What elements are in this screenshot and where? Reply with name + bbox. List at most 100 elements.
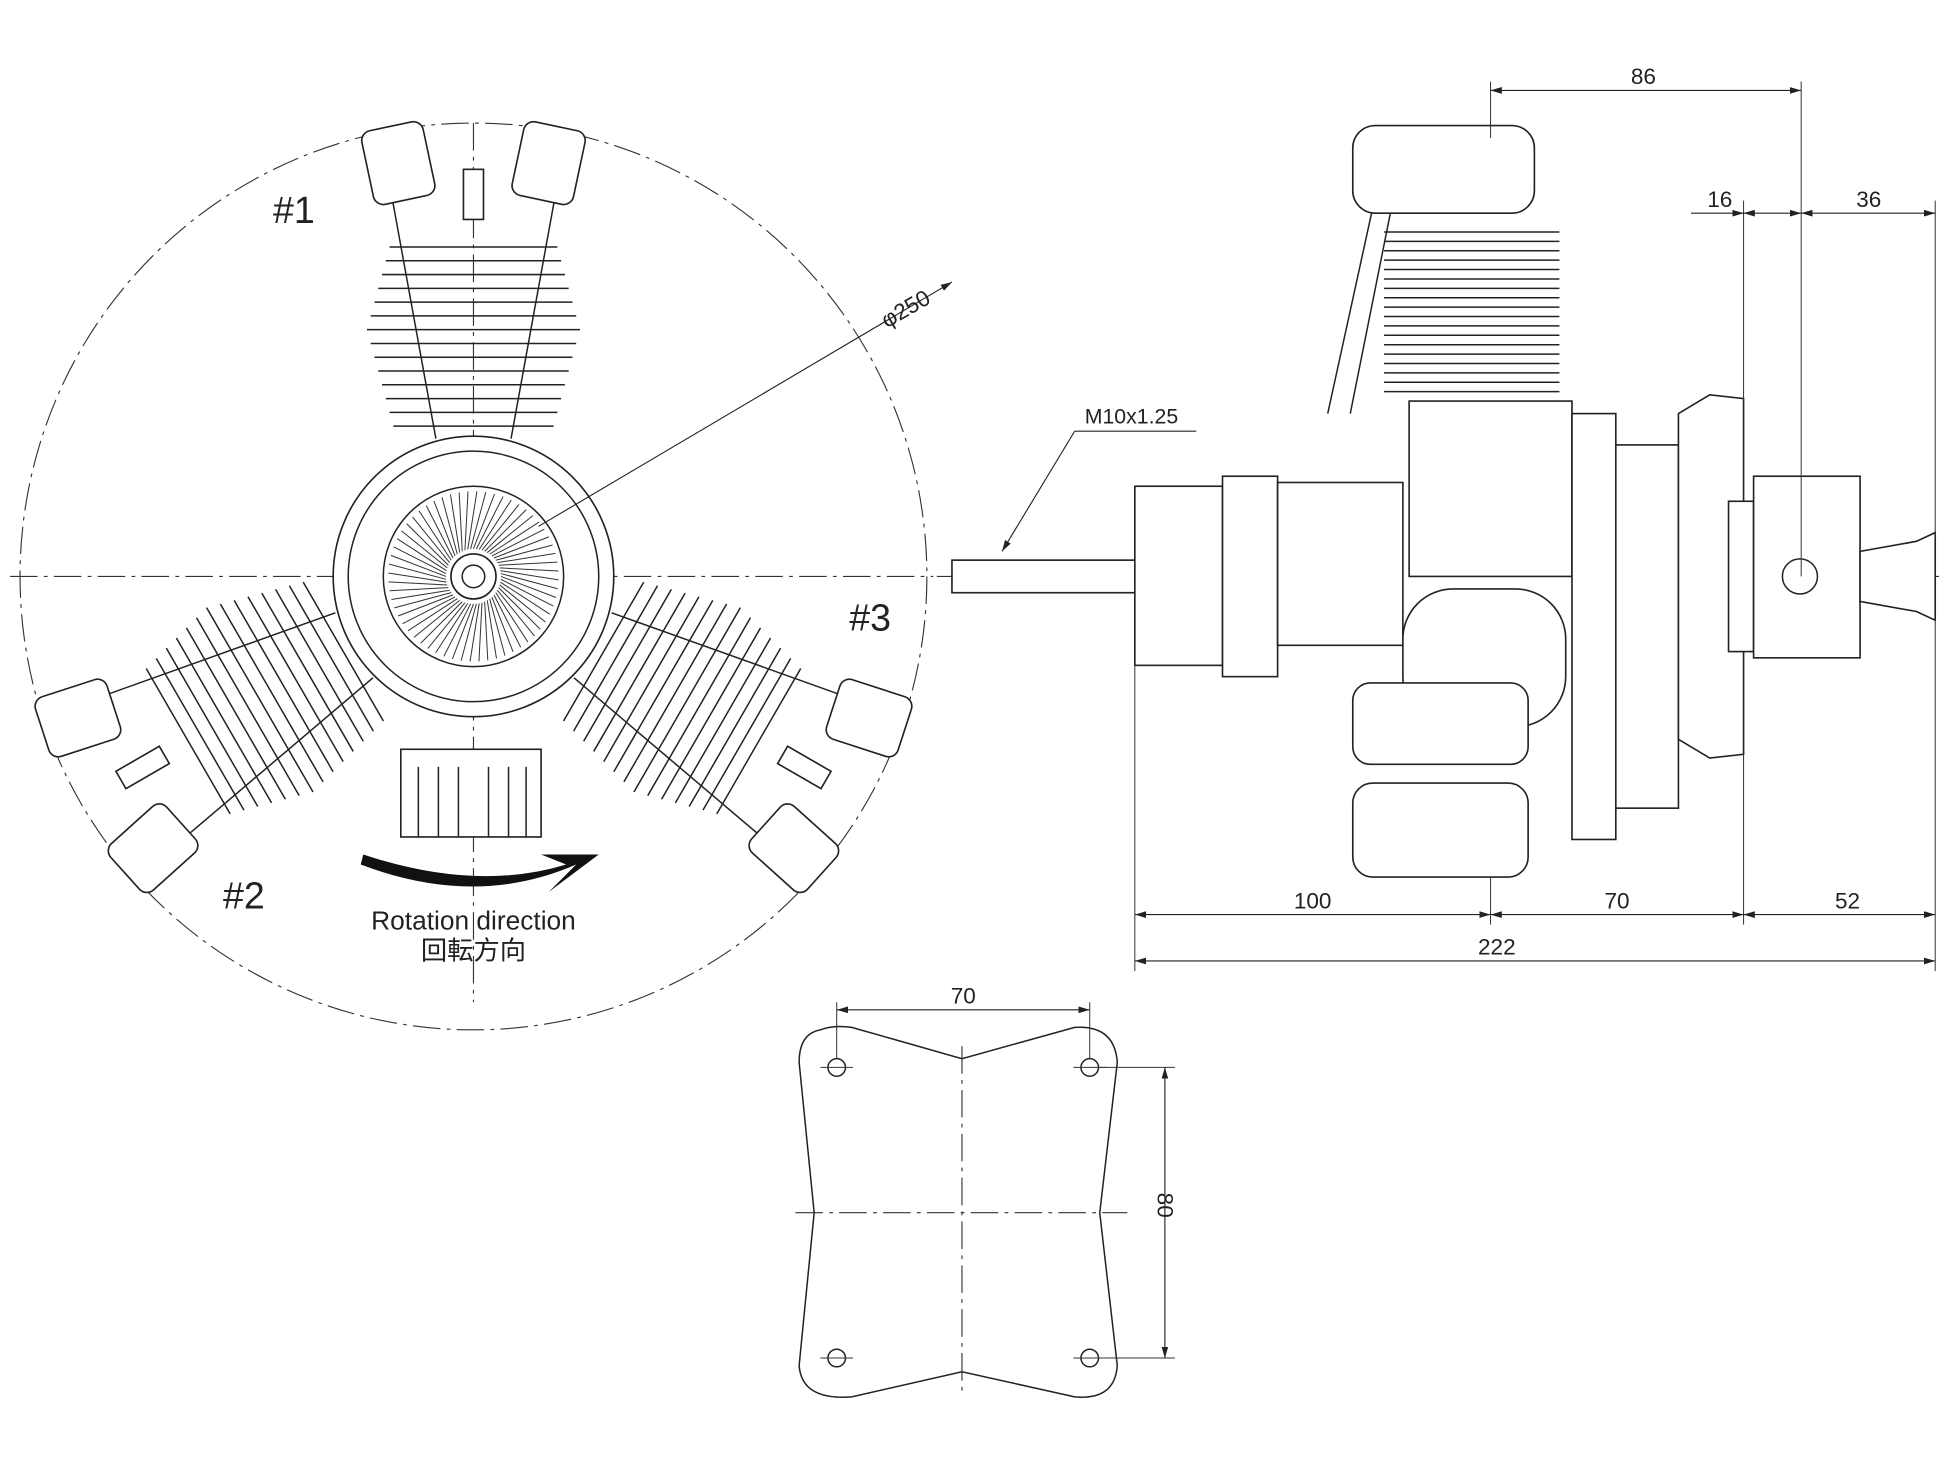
top-cylinder-fins	[1384, 231, 1560, 393]
pushrod-tube-2	[1349, 213, 1392, 414]
hub-inner	[461, 564, 486, 589]
pushrod	[158, 677, 374, 860]
fan-blade	[451, 603, 474, 660]
carburetor	[1752, 475, 1861, 659]
pushrod	[385, 162, 437, 439]
cylinder-fin	[288, 585, 374, 732]
fan-blade	[500, 570, 559, 581]
top-valve-cover	[1351, 124, 1536, 215]
fan-blade	[412, 516, 450, 563]
fan-blade	[500, 581, 551, 615]
fan-blade	[388, 581, 448, 586]
rotation-label: Rotation direction	[371, 906, 576, 936]
fan-blade	[493, 536, 550, 559]
thread-leader	[1001, 430, 1076, 552]
fan-blade	[481, 504, 520, 551]
diameter-label: φ250	[877, 285, 935, 333]
cylinder-label-1: #1	[273, 189, 315, 231]
cylinder-fin	[562, 581, 645, 722]
fan-blade	[449, 494, 461, 553]
fan-blade	[475, 496, 504, 550]
cylinder-fin	[603, 596, 700, 762]
pushrod	[510, 162, 562, 439]
fan-blade	[499, 567, 559, 572]
bottom-valve-cover	[1351, 782, 1529, 878]
fan-blade	[486, 600, 497, 659]
cylinder-fin	[613, 599, 714, 773]
cylinder-fin	[205, 607, 314, 793]
cylinder-3	[562, 581, 913, 894]
valve-cover	[748, 803, 840, 894]
cylinder-fin	[165, 647, 259, 807]
mount-plate-outline	[798, 1025, 1119, 1398]
dim-rear: 52	[1835, 888, 1860, 913]
fan-blade	[491, 596, 514, 653]
fan-blade	[460, 603, 477, 661]
rotation-label-jp: 回転方向	[421, 936, 526, 966]
fan-blade	[469, 603, 480, 662]
fan-blade	[394, 592, 452, 609]
fan-blade	[389, 587, 449, 592]
crankcase-inner	[347, 450, 600, 703]
cylinder-fin	[593, 592, 686, 752]
fan-blade	[407, 598, 458, 632]
prop-shaft	[951, 559, 1141, 594]
fan-blade	[498, 561, 558, 566]
fan-blade	[473, 493, 496, 550]
cylinder-fin	[247, 596, 344, 762]
fan-blade	[493, 594, 522, 648]
dim-front: 100	[1294, 888, 1332, 913]
lower-head-cover	[1351, 682, 1529, 766]
cylinder-fin	[195, 617, 300, 797]
sump	[400, 748, 542, 838]
thread-label: M10x1.25	[1085, 405, 1178, 429]
fan-blade	[427, 602, 466, 649]
cam-housing	[1276, 481, 1404, 647]
fan-blade	[478, 499, 512, 550]
fan-blade	[498, 587, 541, 630]
cylinder-fin	[702, 657, 792, 811]
fan-outer	[382, 485, 565, 668]
fan-blade	[496, 589, 535, 637]
dim-top: 86	[1631, 64, 1656, 89]
fan-blade	[484, 601, 489, 661]
fan-blade	[402, 596, 456, 625]
pushrod-tube	[1326, 213, 1373, 414]
prop-hub	[1134, 485, 1224, 667]
cylinder-fin	[302, 581, 385, 722]
fan-blade	[486, 515, 534, 553]
mount-width: 70	[951, 984, 976, 1009]
fan-blade	[391, 589, 450, 600]
pushrod	[611, 612, 876, 708]
cylinder-fin	[233, 599, 334, 773]
fan-blade	[413, 599, 461, 638]
cylinder-fin	[274, 589, 364, 742]
fan-blade	[433, 500, 456, 557]
dim-middle: 70	[1605, 888, 1630, 913]
front-housing	[1221, 475, 1279, 678]
cylinder-fin	[674, 637, 772, 804]
side-view: M10x1.25 86 16 36 100 70 52 222	[936, 64, 1939, 971]
fan-blade	[401, 530, 448, 569]
cylinder-fin	[572, 585, 659, 732]
cylinder-1	[360, 120, 587, 439]
cylinder-label-3: #3	[849, 596, 891, 638]
fan-blade	[478, 602, 483, 662]
cylinder-fin	[583, 589, 672, 742]
cylinder-fin	[716, 668, 802, 815]
fan-blade	[390, 554, 447, 577]
rear-case	[1571, 412, 1617, 841]
fan-blade	[495, 544, 553, 561]
pushrod	[71, 612, 336, 708]
valve-cover	[107, 803, 199, 894]
fan-blade	[497, 552, 556, 564]
cylinder-fin	[660, 627, 762, 800]
fan-blade	[500, 573, 558, 590]
cooling-fan	[388, 491, 559, 662]
cylinder-fin	[185, 627, 287, 800]
spark-plug	[114, 745, 171, 790]
rear-cover	[1614, 444, 1680, 809]
fan-blade	[489, 521, 540, 555]
fan-blade	[491, 528, 545, 557]
mount-height: 80	[1152, 1193, 1177, 1218]
